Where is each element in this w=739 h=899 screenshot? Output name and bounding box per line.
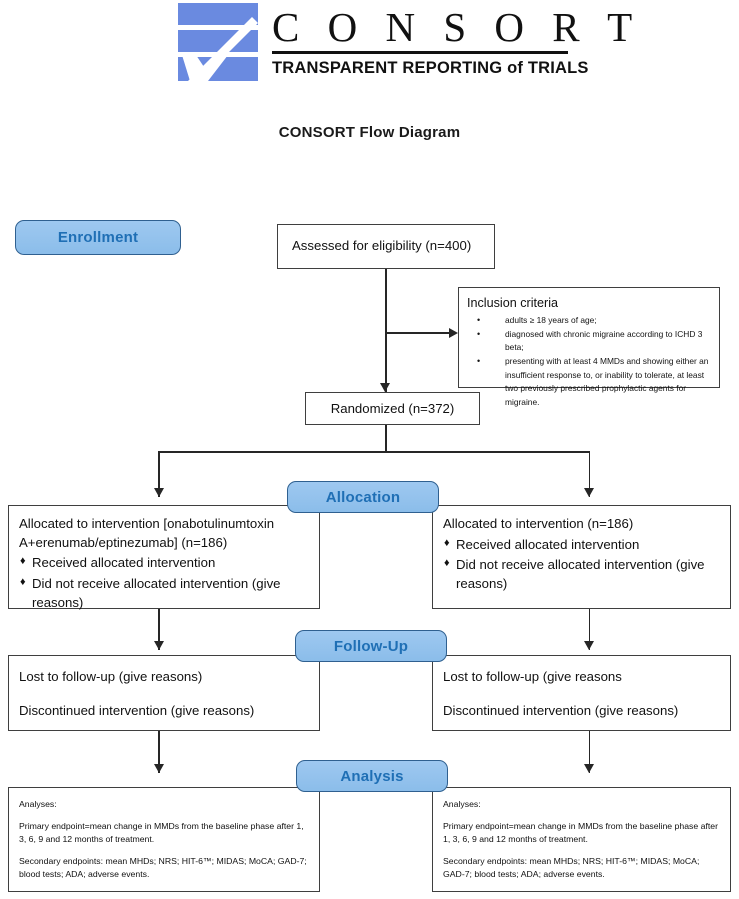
followup-left-lost: Lost to follow-up (give reasons) (19, 669, 203, 684)
assessed-for-eligibility-text: Assessed for eligibility (n=400) (292, 238, 472, 253)
analysis-right-label: Analyses: (443, 799, 481, 809)
arrow-to-inclusion-criteria (449, 327, 458, 338)
connector-allocation-left-drop (158, 451, 160, 497)
followup-right-box: Lost to follow-up (give reasons Disconti… (432, 655, 731, 731)
allocation-left-box: Allocated to intervention [onabotulinumt… (8, 505, 320, 612)
connector-allocation-right-drop (588, 451, 591, 497)
list-item: presenting with at least 4 MMDs and show… (467, 354, 711, 409)
consort-logo-text: C O N S O R T TRANSPARENT REPORTING of T… (272, 3, 641, 78)
list-item: adults ≥ 18 years of age; (467, 313, 711, 328)
allocation-left-heading: Allocated to intervention [onabotulinumt… (19, 516, 275, 550)
allocation-right-heading: Allocated to intervention (n=186) (443, 516, 634, 531)
list-item: Did not receive allocated intervention (… (443, 556, 720, 593)
consort-wordmark: C O N S O R T (272, 4, 642, 50)
analysis-right-box: Analyses: Primary endpoint=mean change i… (432, 787, 731, 892)
arrow-to-followup-left (153, 641, 164, 650)
page-title: CONSORT Flow Diagram (278, 124, 461, 141)
connector-followup-left (158, 609, 160, 650)
analysis-right-secondary: Secondary endpoints: mean MHDs; NRS; HIT… (443, 856, 700, 880)
allocation-right-box: Allocated to intervention (n=186) Receiv… (432, 505, 731, 609)
randomized-text: Randomized (n=372) (330, 401, 455, 416)
analysis-left-label: Analyses: (19, 799, 57, 809)
arrow-to-followup-right (584, 641, 595, 650)
spacer (19, 687, 309, 702)
analysis-left-primary: Primary endpoint=mean change in MMDs fro… (19, 821, 304, 845)
connector-analysis-left (158, 731, 160, 773)
connector-analysis-right (588, 731, 591, 773)
allocation-right-list: Received allocated intervention Did not … (443, 536, 720, 594)
followup-right-lost: Lost to follow-up (give reasons (443, 669, 622, 684)
connector-allocation-tbar (158, 451, 590, 453)
inclusion-criteria-box: Inclusion criteria adults ≥ 18 years of … (458, 287, 720, 407)
connector-followup-right (588, 609, 591, 650)
list-item: Did not receive allocated intervention (… (19, 575, 309, 612)
inclusion-criteria-list: adults ≥ 18 years of age; diagnosed with… (467, 313, 711, 409)
list-item: Received allocated intervention (19, 554, 309, 573)
followup-left-discontinued: Discontinued intervention (give reasons) (19, 702, 255, 718)
stage-badge-enrollment: Enrollment (15, 220, 181, 255)
assessed-for-eligibility-box: Assessed for eligibility (n=400) (277, 224, 495, 269)
arrow-to-allocation-right (584, 488, 595, 497)
followup-left-box: Lost to follow-up (give reasons) Discont… (8, 655, 320, 731)
list-item: Received allocated intervention (443, 536, 720, 555)
stage-badge-allocation: Allocation (287, 481, 439, 513)
consort-checkmark-logo-icon (178, 3, 258, 81)
analysis-right-primary: Primary endpoint=mean change in MMDs fro… (443, 821, 719, 845)
arrow-to-analysis-right (584, 764, 595, 773)
connector-randomized-stem (385, 425, 387, 451)
logo-divider (272, 51, 568, 54)
analysis-left-secondary: Secondary endpoints: mean MHDs; NRS; HIT… (19, 856, 307, 880)
list-item: diagnosed with chronic migraine accordin… (467, 327, 711, 355)
analysis-left-box: Analyses: Primary endpoint=mean change i… (8, 787, 320, 892)
consort-logo: C O N S O R T TRANSPARENT REPORTING of T… (178, 3, 632, 83)
connector-to-inclusion-criteria (385, 332, 450, 334)
arrow-to-analysis-left (153, 764, 164, 773)
stage-badge-followup: Follow-Up (295, 630, 447, 662)
arrow-to-allocation-left (153, 488, 164, 497)
arrow-to-randomized (380, 383, 391, 392)
connector-eligibility-trunk (385, 269, 387, 392)
randomized-box: Randomized (n=372) (305, 392, 480, 425)
consort-tagline: TRANSPARENT REPORTING of TRIALS (272, 59, 589, 77)
allocation-left-list: Received allocated intervention Did not … (19, 554, 309, 612)
followup-right-discontinued: Discontinued intervention (give reasons) (443, 702, 679, 718)
inclusion-criteria-title: Inclusion criteria (467, 296, 558, 310)
spacer (443, 687, 720, 702)
stage-badge-analysis: Analysis (296, 760, 448, 792)
